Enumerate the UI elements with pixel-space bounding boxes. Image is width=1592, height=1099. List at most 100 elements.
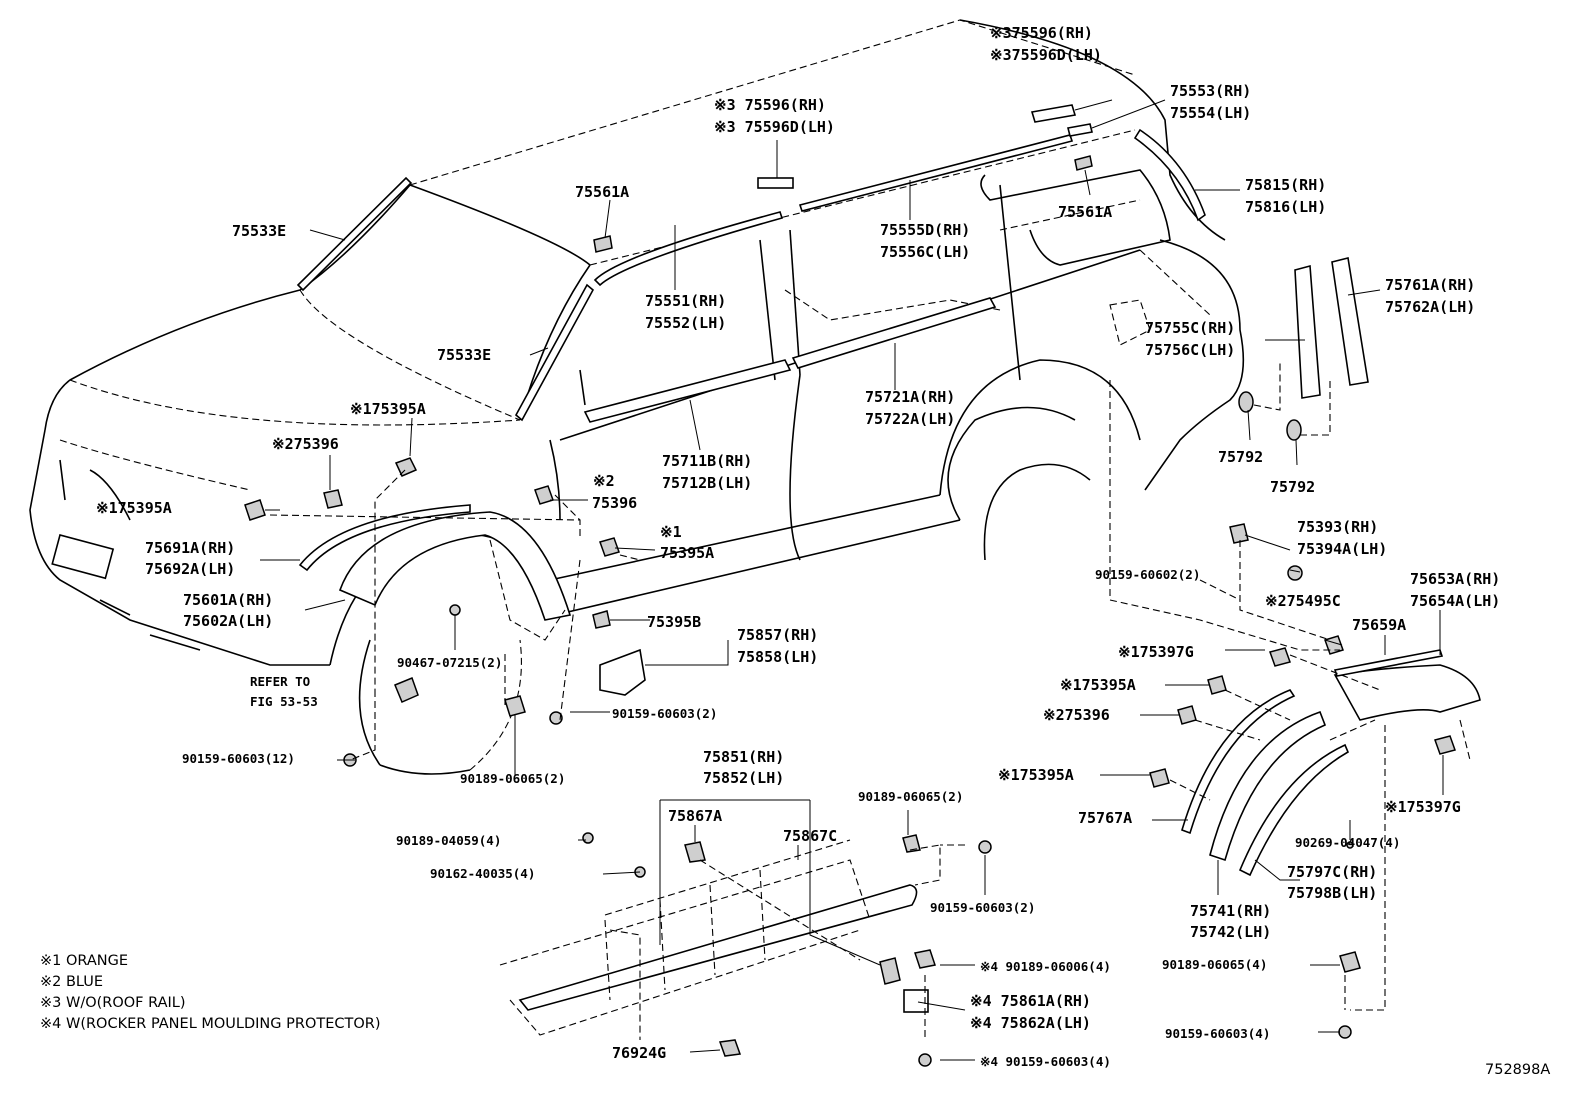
label-l68: 75797C(RH) [1287,863,1377,881]
label-l58: 75852(LH) [703,769,784,787]
clip-75792-b [1286,419,1302,441]
label-l28: 75712B(LH) [662,474,752,492]
rocker-protector [903,989,929,1013]
label-l47: 75659A [1352,616,1406,634]
roof-end-cap [1030,104,1077,123]
clip-a8 [1207,675,1227,695]
label-l73: ※4 90189-06006(4) [980,959,1111,974]
label-l61: ※175397G [1385,798,1461,816]
label-l72: 75742(LH) [1190,923,1271,941]
label-l16: 75761A(RH) [1385,276,1475,294]
note-orange: ※1 ORANGE [40,953,128,969]
rocker-outline-upper [499,859,871,1036]
fender-liner [489,539,566,641]
label-l78: 76924G [612,1044,666,1062]
label-l44: ※275495C [1265,592,1341,610]
clip-75792-a [1238,391,1254,413]
clip-a13 [394,677,419,703]
label-l45: 75857(RH) [737,626,818,644]
label-l23: 75722A(LH) [865,410,955,428]
label-l30: 75396 [592,494,637,512]
label-l37: 75394A(LH) [1297,540,1387,558]
label-l48: ※175397G [1118,643,1194,661]
label-l19: 75756C(LH) [1145,341,1235,359]
clip-75561a-rear [1074,155,1093,171]
label-l34: 75691A(RH) [145,539,235,557]
clip-a5 [599,537,620,557]
rocker-panel-moulding [518,884,918,1011]
label-l32: ※1 [660,523,682,541]
roof-drip-moulding-front [593,211,784,287]
bolt-a5 [582,832,594,844]
label-l11: 75561A [1058,203,1112,221]
leader-lines [260,99,1471,1061]
clip-a21 [1229,523,1249,544]
label-l06: ※3 75596D(LH) [714,118,835,136]
label-l71: 75741(RH) [1190,902,1271,920]
label-l36: 75393(RH) [1297,518,1378,536]
label-l21: ※175395A [350,400,426,418]
front-door-moulding [583,359,792,423]
label-l42: 75602A(LH) [183,612,273,630]
clip-a9 [1177,705,1197,725]
label-l31: ※175395A [96,499,172,517]
note-roof-rail: ※3 W/O(ROOF RAIL) [40,995,186,1011]
roof-clip-rear [1067,123,1093,137]
label-l46: 75858(LH) [737,648,818,666]
clip-a12 [1434,735,1456,755]
part-labels: ※375596(RH) ※375596D(LH) 75553(RH) 75554… [96,24,1500,1069]
bolt-a2 [449,604,461,616]
clip-a4 [244,499,266,521]
front-fender-flare [338,511,572,621]
label-l76: ※4 75862A(LH) [970,1014,1091,1032]
label-l59: ※175395A [998,766,1074,784]
windshield-moulding-side [514,283,595,422]
label-l40: 75654A(LH) [1410,592,1500,610]
rear-wheel-opening-moulding [1181,689,1296,835]
label-l65: 90189-04059(4) [396,833,501,848]
clip-a6 [592,610,611,629]
label-l62: 75867A [668,807,722,825]
clip-a17 [718,1039,742,1057]
clip-a10 [1149,768,1170,788]
bolt-a9 [918,1053,932,1067]
pillar-garnish-rear [1331,257,1369,386]
label-l50: REFER TO [250,674,310,689]
bolt-a8 [1338,1025,1352,1039]
label-l54: ※275396 [1043,706,1110,724]
note-blue: ※2 BLUE [40,974,103,990]
pillar-garnish-front [1294,264,1321,399]
clip-a7 [1269,647,1291,667]
clip-75561a-front [593,235,613,253]
clip-a14 [504,695,526,717]
label-l70: 90159-60603(2) [930,900,1035,915]
clip-a19 [1339,951,1361,973]
label-l27: 75711B(RH) [662,452,752,470]
label-l25: 75792 [1270,478,1315,496]
label-l77: 90159-60603(4) [1165,1026,1270,1041]
clip-a15 [879,957,901,985]
back-door-moulding [1133,128,1206,222]
parts [244,104,1481,1067]
label-l24: 75792 [1218,448,1263,466]
label-l05: ※3 75596(RH) [714,96,826,114]
bolt-a7 [978,840,992,854]
rear-door-moulding [791,297,997,369]
label-l49: 90467-07215(2) [397,655,502,670]
roof-drip-moulding-rear [798,134,1074,212]
label-l67: 90162-40035(4) [430,866,535,881]
label-l41: 75601A(RH) [183,591,273,609]
bolt-a4 [549,711,563,725]
label-l01: ※375596(RH) [990,24,1093,42]
label-l17: 75762A(LH) [1385,298,1475,316]
label-l64: 75767A [1078,809,1132,827]
label-l53: 90159-60603(2) [612,706,717,721]
label-l35: 75692A(LH) [145,560,235,578]
label-l51: FIG 53-53 [250,694,318,709]
label-l02: ※375596D(LH) [990,46,1102,64]
label-l74: 90189-06065(4) [1162,957,1267,972]
clip-a18 [914,949,936,969]
label-l07: 75561A [575,183,629,201]
clip-a20 [902,834,921,853]
clip-a3 [534,485,554,505]
